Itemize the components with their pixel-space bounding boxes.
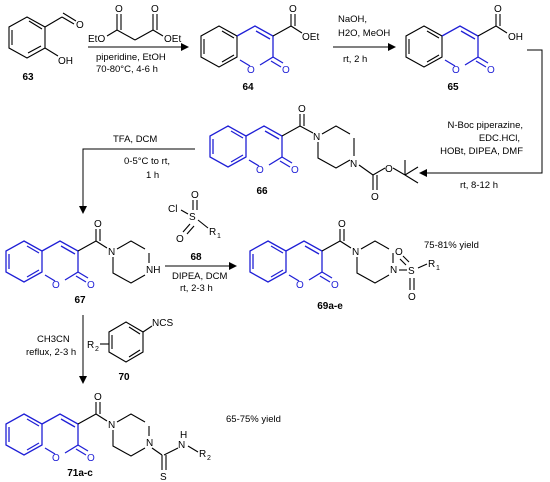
- atom-label: R: [428, 259, 435, 270]
- step2-condition-3: rt, 2 h: [343, 54, 367, 65]
- atom-label: NCS: [152, 318, 173, 329]
- step4-condition-3: 1 h: [146, 170, 159, 181]
- atom-label: O: [338, 219, 346, 230]
- atom-label: O: [191, 190, 199, 201]
- atom-label-carbonyl-o: O: [487, 65, 495, 76]
- compound-label-67: 67: [74, 295, 86, 306]
- yield-69: 75-81% yield: [424, 240, 479, 251]
- step2-condition-2: H2O, MeOH: [338, 28, 390, 39]
- atom-label: N: [146, 438, 153, 449]
- atom-label: N: [108, 420, 115, 431]
- reaction-arrow-3: [419, 49, 543, 177]
- atom-label: Cl: [168, 204, 177, 215]
- compound-label-70: 70: [118, 372, 130, 383]
- atom-label: N: [178, 440, 185, 451]
- atom-label: OH: [508, 32, 523, 43]
- atom-label-carbonyl-o: O: [331, 280, 339, 291]
- compound-label-63: 63: [22, 72, 34, 83]
- subscript: 1: [217, 233, 221, 240]
- atom-label: OH: [58, 56, 73, 67]
- atom-label: OEt: [302, 32, 319, 43]
- atom-label: R: [87, 340, 94, 351]
- subscript: 2: [95, 346, 99, 353]
- compound-70-structure: NCS R 2: [87, 318, 173, 363]
- step4-condition-1: TFA, DCM: [113, 134, 157, 145]
- compound-label-65: 65: [447, 82, 459, 93]
- atom-label: N: [108, 247, 115, 258]
- atom-label: O: [408, 292, 416, 303]
- atom-label: N: [352, 247, 359, 258]
- atom-label: O: [76, 20, 84, 31]
- compound-65-structure: O O O OH: [405, 4, 523, 76]
- step3-condition-3: HOBt, DIPEA, DMF: [440, 146, 523, 157]
- atom-label: S: [408, 266, 415, 277]
- atom-label: O: [371, 192, 379, 203]
- step2-condition-1: NaOH,: [338, 14, 367, 25]
- atom-label: O: [385, 164, 393, 175]
- atom-label: N: [350, 159, 357, 170]
- atom-label: O: [94, 392, 102, 403]
- atom-label: S: [189, 212, 196, 223]
- step3-condition-4: rt, 8-12 h: [460, 180, 498, 191]
- atom-label: O: [289, 4, 297, 15]
- atom-label-ring-o: O: [52, 280, 60, 291]
- compound-label-71: 71a-c: [67, 468, 93, 479]
- atom-label-ring-o: O: [247, 65, 255, 76]
- atom-label-ring-o: O: [256, 165, 264, 176]
- compound-68-structure: Cl S O O R 1: [168, 190, 221, 245]
- compound-label-64: 64: [242, 82, 254, 93]
- atom-label: O: [115, 4, 123, 15]
- subscript: 1: [436, 265, 440, 272]
- atom-label-ring-o: O: [452, 65, 460, 76]
- step5-condition-2: rt, 2-3 h: [180, 283, 213, 294]
- atom-label-carbonyl-o: O: [87, 453, 95, 464]
- step5-condition-1: DIPEA, DCM: [172, 271, 228, 282]
- atom-label: EtO: [88, 34, 105, 45]
- step3-condition-1: N-Boc piperazine,: [447, 120, 523, 131]
- atom-label-ring-o: O: [296, 280, 304, 291]
- subscript: 2: [207, 455, 211, 462]
- compound-67-structure: O O O N NH: [5, 219, 160, 291]
- atom-label: O: [94, 219, 102, 230]
- diethyl-malonate-structure: EtO O O OEt: [88, 4, 181, 45]
- atom-label: O: [151, 4, 159, 15]
- atom-label: OEt: [164, 34, 181, 45]
- atom-label-carbonyl-o: O: [87, 280, 95, 291]
- atom-label: N: [390, 265, 397, 276]
- yield-71: 65-75% yield: [226, 414, 281, 425]
- atom-label: S: [160, 472, 167, 482]
- compound-69-structure: O O O N N S R 1 O O: [249, 219, 440, 303]
- compound-66-structure: O O O N N O O: [209, 104, 419, 203]
- atom-label: NH: [146, 265, 160, 276]
- step6-condition-2: reflux, 2-3 h: [26, 347, 76, 358]
- reaction-arrow-4: [79, 148, 195, 214]
- atom-label: R: [209, 227, 216, 238]
- compound-label-66: 66: [256, 186, 268, 197]
- step6-condition-1: CH3CN: [37, 334, 70, 345]
- step4-condition-2: 0-5°C to rt,: [124, 156, 170, 167]
- atom-label: O: [395, 247, 403, 258]
- compound-63-structure: O OH: [8, 12, 84, 67]
- step1-condition-2: 70-80°C, 4-6 h: [96, 64, 158, 75]
- atom-label: O: [494, 4, 502, 15]
- atom-label-carbonyl-o: O: [282, 65, 290, 76]
- step3-condition-2: EDC.HCl,: [479, 133, 520, 144]
- atom-label: R: [199, 449, 206, 460]
- atom-label: H: [180, 430, 187, 441]
- atom-label-carbonyl-o: O: [291, 165, 299, 176]
- compound-label-69: 69a-e: [317, 301, 343, 312]
- atom-label: O: [176, 234, 184, 245]
- atom-label: O: [298, 104, 306, 115]
- atom-label-ring-o: O: [52, 453, 60, 464]
- compound-71-structure: O O O N N S N H R 2: [5, 392, 211, 482]
- compound-label-68: 68: [190, 252, 202, 263]
- compound-64-structure: O O O OEt: [200, 4, 319, 76]
- step1-condition-1: piperidine, EtOH: [96, 52, 166, 63]
- atom-label: N: [313, 132, 320, 143]
